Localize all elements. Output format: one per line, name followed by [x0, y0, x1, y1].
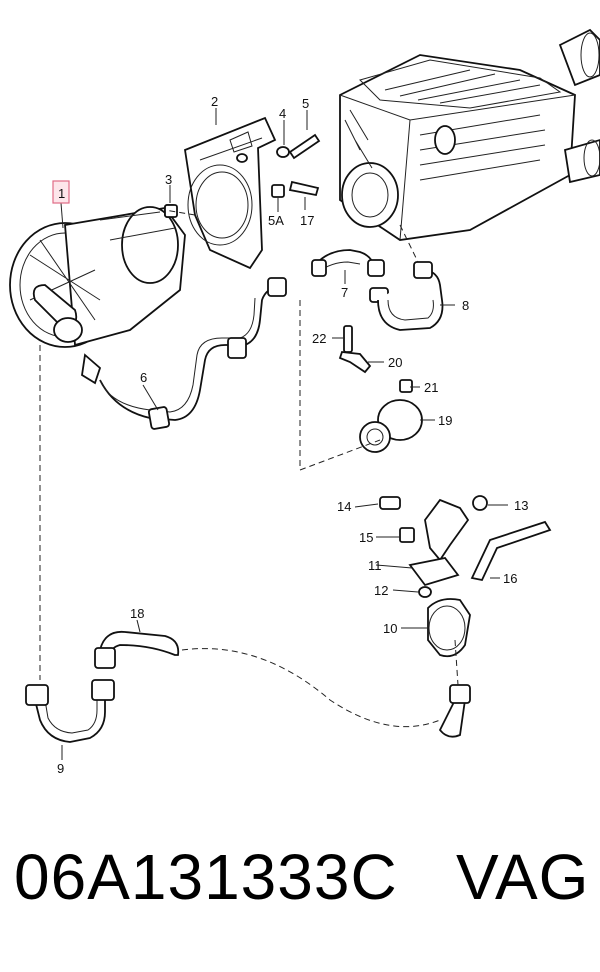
- bolt-part-22: [343, 325, 353, 353]
- callout-9: 9: [57, 761, 64, 776]
- air-filter-housing: [339, 28, 600, 241]
- callout-1: 1: [58, 186, 65, 201]
- hose-part-9: [25, 679, 115, 743]
- fasteners-top: [164, 133, 321, 218]
- bolt-part-14: [379, 496, 401, 510]
- valve-part-10: [427, 598, 471, 658]
- callout-labels: 1 2 3 4 5 5A 6 7 8 9 10 11 12 13 14 15 1…: [57, 94, 528, 776]
- callout-19: 19: [438, 413, 452, 428]
- callout-16: 16: [503, 571, 517, 586]
- pipe-part-16: [470, 520, 552, 582]
- callout-6: 6: [140, 370, 147, 385]
- bolt-part-5: [288, 133, 321, 160]
- brand-label: VAG: [456, 841, 590, 913]
- hose-part-8: [377, 261, 444, 331]
- gasket-part-11: [408, 557, 460, 587]
- callout-10: 10: [383, 621, 397, 636]
- callout-18: 18: [130, 606, 144, 621]
- callout-7: 7: [341, 285, 348, 300]
- callout-20: 20: [388, 355, 402, 370]
- washer-part-4: [276, 146, 290, 158]
- callout-17: 17: [300, 213, 314, 228]
- callout-4: 4: [279, 106, 286, 121]
- bolt-part-15: [399, 527, 415, 543]
- bracket-part-20: [338, 351, 372, 374]
- callout-22: 22: [312, 331, 326, 346]
- callout-21: 21: [424, 380, 438, 395]
- valve-assembly-lower: [379, 495, 552, 658]
- callout-15: 15: [359, 530, 373, 545]
- part-number: 06A131333C: [14, 841, 398, 913]
- nut-part-5a: [271, 184, 285, 198]
- callout-11: 11: [368, 558, 382, 573]
- caption: 06A131333C VAG: [0, 840, 600, 950]
- hose-right-lower: [438, 684, 471, 738]
- highlight-box-part-1: [52, 180, 70, 204]
- leader-lines: [60, 108, 508, 760]
- dashed-connector-lines: [39, 209, 459, 728]
- secondary-air-pump-part-1: [9, 204, 186, 385]
- bracket-part-2: [184, 116, 277, 270]
- pipe-part-11: [424, 498, 470, 562]
- hose-part-18: [94, 630, 180, 669]
- callout-3: 3: [165, 172, 172, 187]
- seal-part-12: [418, 586, 432, 598]
- callout-12: 12: [374, 583, 388, 598]
- callout-13: 13: [514, 498, 528, 513]
- callout-8: 8: [462, 298, 469, 313]
- hose-part-7: [311, 249, 389, 303]
- bolt-part-17: [288, 180, 320, 197]
- callout-14: 14: [337, 499, 351, 514]
- callout-2: 2: [211, 94, 218, 109]
- hose-part-6: [99, 277, 287, 430]
- callout-5a: 5A: [268, 213, 284, 228]
- callout-5: 5: [302, 96, 309, 111]
- nut-part-21: [399, 379, 413, 393]
- seal-part-13: [472, 495, 488, 511]
